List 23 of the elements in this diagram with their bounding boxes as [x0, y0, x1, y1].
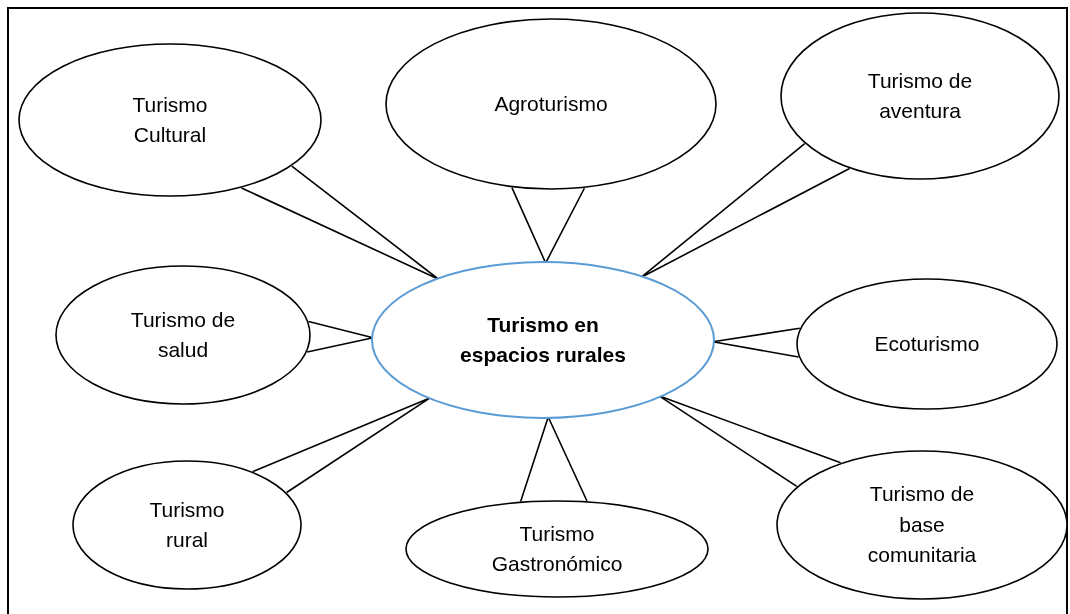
- node-label: Turismo Gastronómico: [490, 520, 624, 577]
- ellipse-node: [780, 12, 1060, 180]
- ellipse-node: [18, 43, 322, 197]
- callout-pointer: [240, 165, 440, 281]
- node-label: Turismo de base comunitaria: [866, 481, 978, 569]
- ellipse-node: [405, 500, 709, 598]
- ellipse-node: [385, 18, 717, 190]
- node-label: Turismo rural: [148, 496, 226, 553]
- node-label: Ecoturismo: [873, 330, 981, 357]
- node-label: Agroturismo: [493, 90, 609, 117]
- ellipse-node: [55, 265, 311, 405]
- node-label: Turismo de aventura: [866, 67, 974, 124]
- ellipse-node: [371, 261, 715, 419]
- node-label: Turismo en espacios rurales: [459, 311, 627, 368]
- callout-pointer: [658, 395, 842, 488]
- callout-pointer: [640, 142, 851, 278]
- node-label: Turismo Cultural: [131, 91, 209, 148]
- ellipse-node: [776, 450, 1068, 600]
- ellipse-node: [796, 278, 1058, 410]
- callout-pointer: [511, 186, 586, 264]
- callout-pointer: [519, 416, 588, 503]
- node-label: Turismo de salud: [129, 306, 237, 363]
- ellipse-node: [72, 460, 302, 590]
